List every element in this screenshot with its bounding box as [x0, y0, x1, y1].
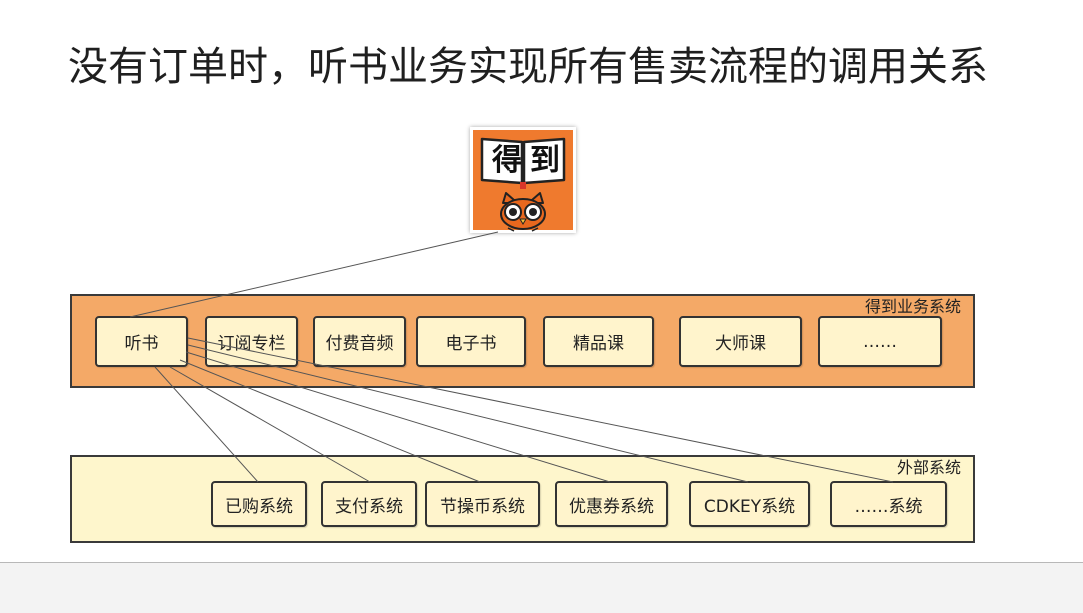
business-item-subscription: 订阅专栏: [205, 316, 298, 367]
slide-footer-strip: [0, 562, 1083, 613]
external-item-purchased: 已购系统: [211, 481, 307, 527]
external-system-label: 外部系统: [896, 458, 961, 477]
external-item-payment: 支付系统: [321, 481, 417, 527]
external-system-box: 外部系统 已购系统 支付系统 节操币系统 优惠券系统 CDKEY系统 ……系统: [70, 455, 975, 543]
business-item-tingshu: 听书: [95, 316, 188, 367]
dedao-app-icon: 得到: [470, 127, 576, 233]
slide-title: 没有订单时，听书业务实现所有售卖流程的调用关系: [68, 44, 988, 90]
external-item-more: ……系统: [830, 481, 947, 527]
business-item-more: ……: [818, 316, 942, 367]
business-item-paid-audio: 付费音频: [313, 316, 406, 367]
external-item-coupon: 优惠券系统: [555, 481, 668, 527]
business-item-master-course: 大师课: [679, 316, 802, 367]
business-system-box: 得到业务系统 听书 订阅专栏 付费音频 电子书 精品课 大师课 ……: [70, 294, 975, 388]
external-item-coin: 节操币系统: [425, 481, 540, 527]
external-item-cdkey: CDKEY系统: [689, 481, 810, 527]
app-icon-graphic: [470, 127, 576, 233]
business-item-premium-course: 精品课: [543, 316, 654, 367]
business-item-ebook: 电子书: [416, 316, 526, 367]
business-system-label: 得到业务系统: [864, 297, 961, 316]
app-logo-text: 得到: [492, 143, 568, 178]
